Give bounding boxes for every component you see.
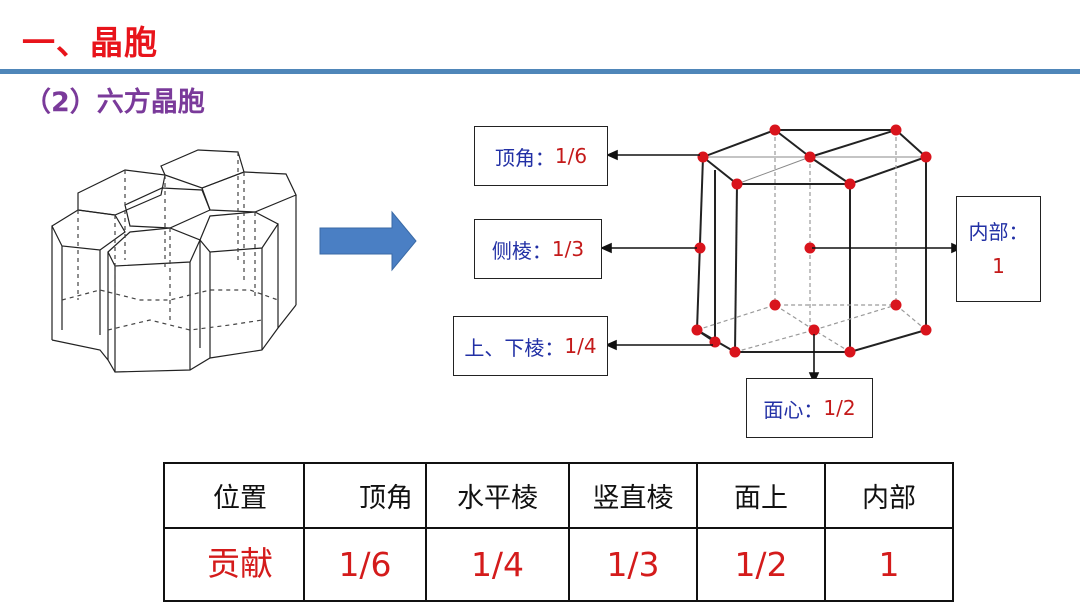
atom-vertex	[890, 124, 902, 136]
transform-arrow-icon	[319, 210, 417, 272]
table-header-cell: 位置	[163, 462, 305, 529]
atom-face-center	[808, 324, 820, 336]
label-interior: 内部： 1	[956, 196, 1041, 302]
hexagonal-unit-cell	[696, 129, 928, 353]
atom-vertex	[769, 124, 781, 136]
atoms	[691, 124, 932, 358]
label-side-edge-value: 1/3	[551, 237, 585, 261]
atom-vertex	[729, 346, 741, 358]
label-side-edge: 侧棱：1/3	[474, 219, 602, 279]
atom-vertex	[691, 324, 703, 336]
table-cell: 1/6	[303, 527, 427, 602]
table-cell: 1/2	[696, 527, 826, 602]
label-top-bottom-edge-value: 1/4	[564, 334, 597, 358]
label-side-edge-name: 侧棱：	[491, 238, 552, 263]
label-face-center: 面心：1/2	[746, 378, 873, 438]
title-divider	[0, 69, 1080, 74]
table-header-cell: 竖直棱	[568, 462, 698, 529]
atom-vertex	[920, 324, 932, 336]
prism-top-5	[201, 171, 297, 213]
table-header-cell: 水平棱	[425, 462, 570, 529]
prism-top-3	[51, 209, 126, 251]
prism-top-7	[199, 211, 279, 253]
label-interior-name: 内部：	[968, 220, 1029, 244]
prism-top-4	[124, 187, 211, 229]
label-vertex-name: 顶角：	[494, 145, 555, 170]
pointer-arrows	[600, 149, 963, 384]
table-cell: 1/4	[425, 527, 570, 602]
atom-vertex	[844, 346, 856, 358]
atom-face-center	[804, 151, 816, 163]
label-face-center-name: 面心：	[763, 397, 824, 422]
label-vertex-value: 1/6	[554, 144, 588, 168]
contribution-table: 位置 顶角 水平棱 竖直棱 面上 内部 贡献 1/6 1/4 1/3 1/2 1	[163, 462, 954, 602]
table-header-cell: 内部	[824, 462, 954, 529]
section-subtitle: （2）六方晶胞	[24, 87, 205, 118]
atom-side-edge	[694, 242, 706, 254]
atom-vertex	[697, 151, 709, 163]
atom-vertex	[709, 336, 721, 348]
atom-vertex	[731, 178, 743, 190]
atom-vertex	[844, 178, 856, 190]
honeycomb-structure	[51, 149, 297, 373]
atom-vertex	[920, 151, 932, 163]
label-vertex: 顶角：1/6	[474, 126, 608, 186]
table-row: 贡献 1/6 1/4 1/3 1/2 1	[163, 527, 954, 602]
table-cell: 1/3	[568, 527, 698, 602]
label-top-bottom-edge: 上、下棱：1/4	[453, 316, 608, 376]
prism-top-2	[160, 149, 245, 189]
table-header-cell: 顶角	[303, 462, 427, 529]
page-title: 一、晶胞	[22, 23, 158, 62]
table-header-row: 位置 顶角 水平棱 竖直棱 面上 内部	[163, 462, 954, 529]
atom-vertex	[769, 299, 781, 311]
label-face-center-value: 1/2	[823, 396, 856, 420]
atom-vertex	[890, 299, 902, 311]
label-interior-value: 1	[992, 254, 1005, 278]
label-top-bottom-edge-name: 上、下棱：	[464, 335, 565, 360]
atom-interior	[804, 242, 816, 254]
table-cell: 1	[824, 527, 954, 602]
table-row-label: 贡献	[163, 527, 305, 602]
table-header-cell: 面上	[696, 462, 826, 529]
